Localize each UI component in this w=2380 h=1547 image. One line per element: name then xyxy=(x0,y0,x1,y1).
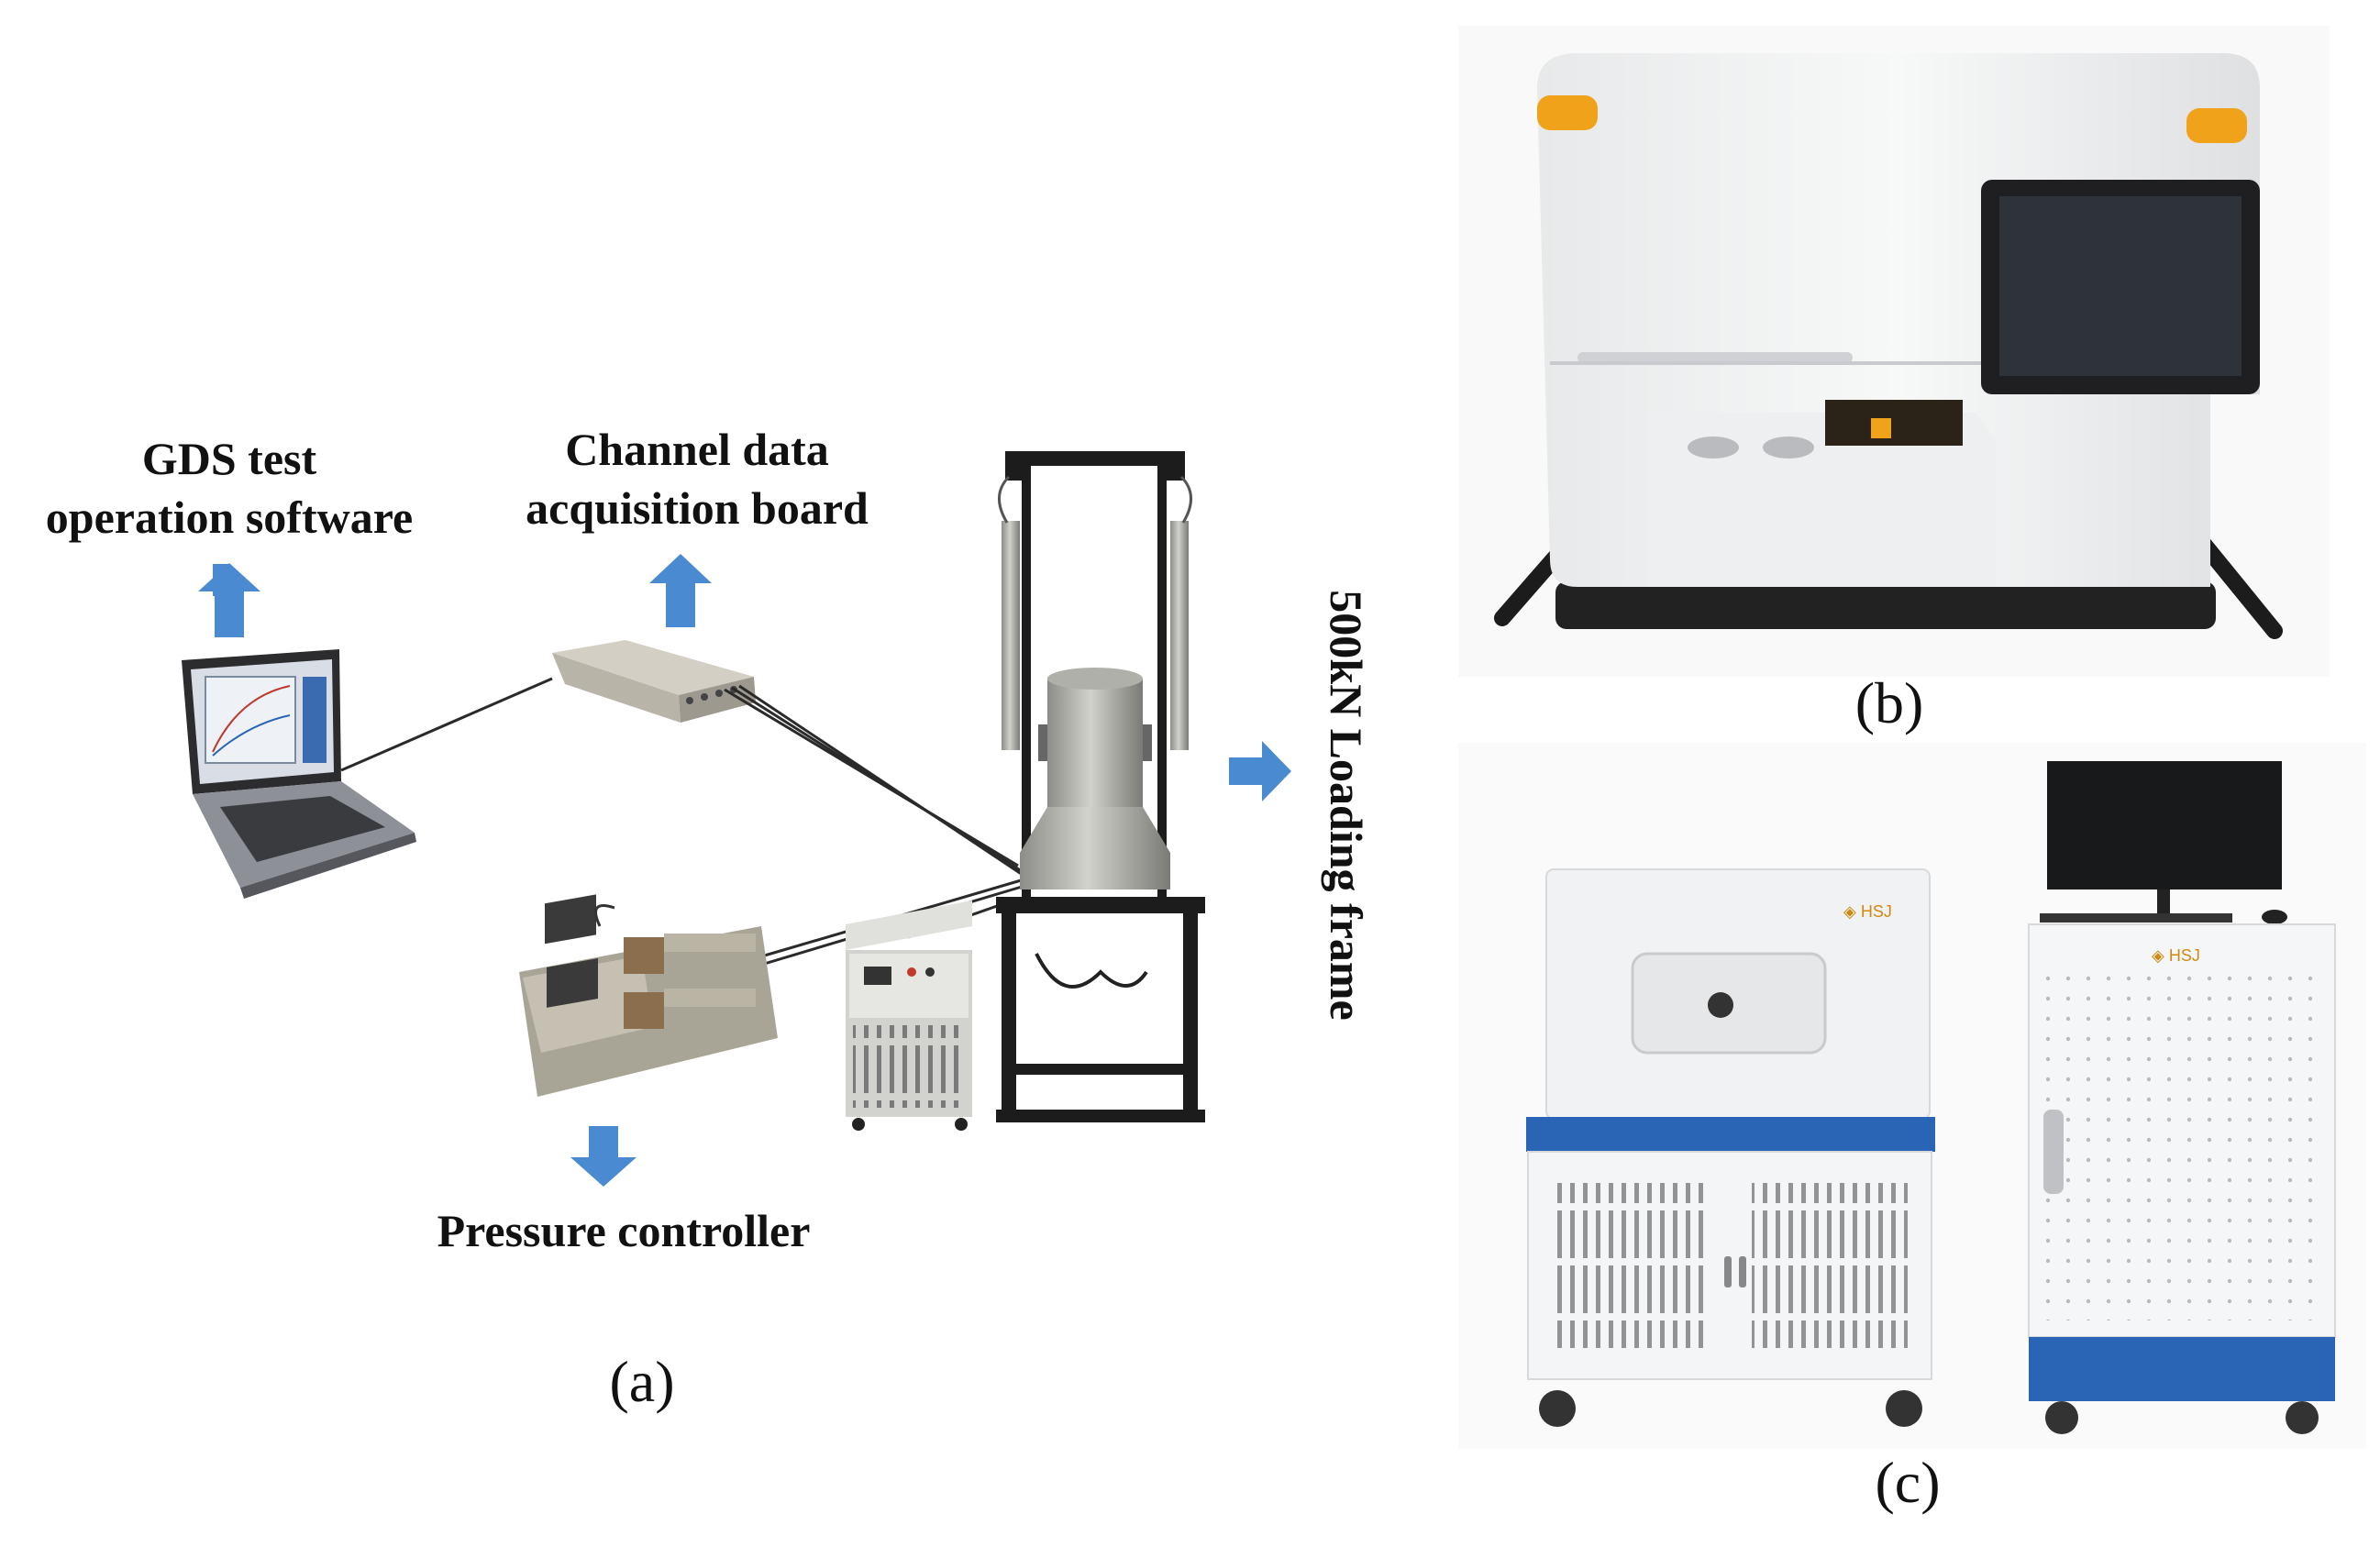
software-label-line1: GDS test xyxy=(141,433,317,484)
acquisition-board-image xyxy=(552,640,756,723)
caption-b: (b) xyxy=(1854,670,1924,735)
caption-a: (a) xyxy=(609,1349,675,1414)
loading-frame-image xyxy=(996,451,1205,1122)
panel-a xyxy=(182,451,1291,1187)
software-label: GDS test operation software xyxy=(0,429,459,547)
arrow-up-acquisition-icon xyxy=(649,554,712,627)
acquisition-label-line1: Channel data xyxy=(565,424,829,475)
svg-text:◈ HSJ: ◈ HSJ xyxy=(1843,902,1892,921)
panel-b-device-image xyxy=(1458,26,2330,677)
acquisition-label: Channel data acquisition board xyxy=(477,420,917,537)
arrow-right-loading-frame-icon xyxy=(1229,741,1291,801)
acquisition-label-line2: acquisition board xyxy=(526,482,869,534)
laptop-image xyxy=(182,649,416,899)
caption-c: (c) xyxy=(1875,1450,1941,1515)
svg-text:◈ HSJ: ◈ HSJ xyxy=(2152,946,2200,965)
pressure-label: Pressure controller xyxy=(437,1205,811,1256)
pressure-controller-image xyxy=(519,894,778,1097)
cooling-unit-image xyxy=(846,901,972,1131)
loading-frame-label: 500kN Loading frame xyxy=(1321,590,1372,1021)
panel-c-device-image: ◈ HSJ ◈ HSJ xyxy=(1458,743,2366,1449)
arrow-down-pressure-icon xyxy=(570,1126,637,1187)
software-label-line2: operation software xyxy=(45,492,414,543)
